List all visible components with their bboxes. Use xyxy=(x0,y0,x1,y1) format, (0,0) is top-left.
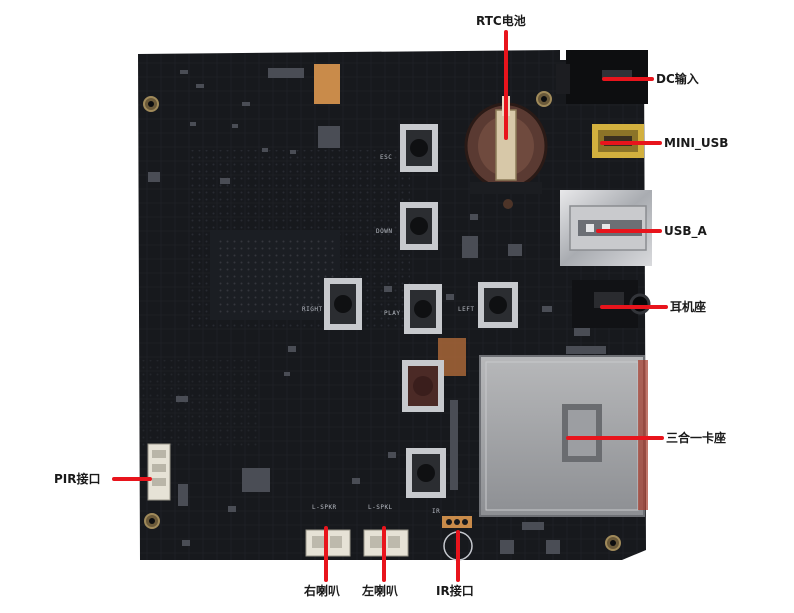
silk-lspk: L-SPKL xyxy=(368,504,393,511)
usb-a-connector xyxy=(560,190,652,266)
headphone-jack xyxy=(572,280,651,328)
silk-down: DOWN xyxy=(376,228,393,235)
pir-connector xyxy=(147,443,171,501)
silk-left: LEFT xyxy=(458,306,475,313)
label-headphone-jack: 耳机座 xyxy=(670,300,707,314)
label-ir-port: IR接口 xyxy=(436,584,474,598)
annotation-leaders xyxy=(112,30,668,582)
silk-ir: IR xyxy=(432,508,441,515)
label-usb-a: USB_A xyxy=(664,224,707,238)
rtc-battery-holder xyxy=(464,96,548,209)
label-card-reader: 三合一卡座 xyxy=(666,431,727,445)
label-rtc-battery: RTC电池 xyxy=(476,14,526,28)
label-mini-usb: MINI_USB xyxy=(664,136,729,150)
label-pir-port: PIR接口 xyxy=(54,472,101,486)
label-dc-input: DC输入 xyxy=(656,72,699,86)
label-left-speaker: 左喇叭 xyxy=(362,584,399,598)
silk-right: RIGHT xyxy=(302,306,323,313)
smd-components xyxy=(148,68,606,554)
silk-play: PLAY xyxy=(384,310,401,317)
label-right-speaker: 右喇叭 xyxy=(304,584,341,598)
copper-pad xyxy=(314,64,340,104)
silk-esc: ESC xyxy=(380,154,393,161)
tactile-buttons xyxy=(324,124,518,498)
silk-rspk: L-SPKR xyxy=(312,504,337,511)
mounting-holes xyxy=(143,91,621,551)
